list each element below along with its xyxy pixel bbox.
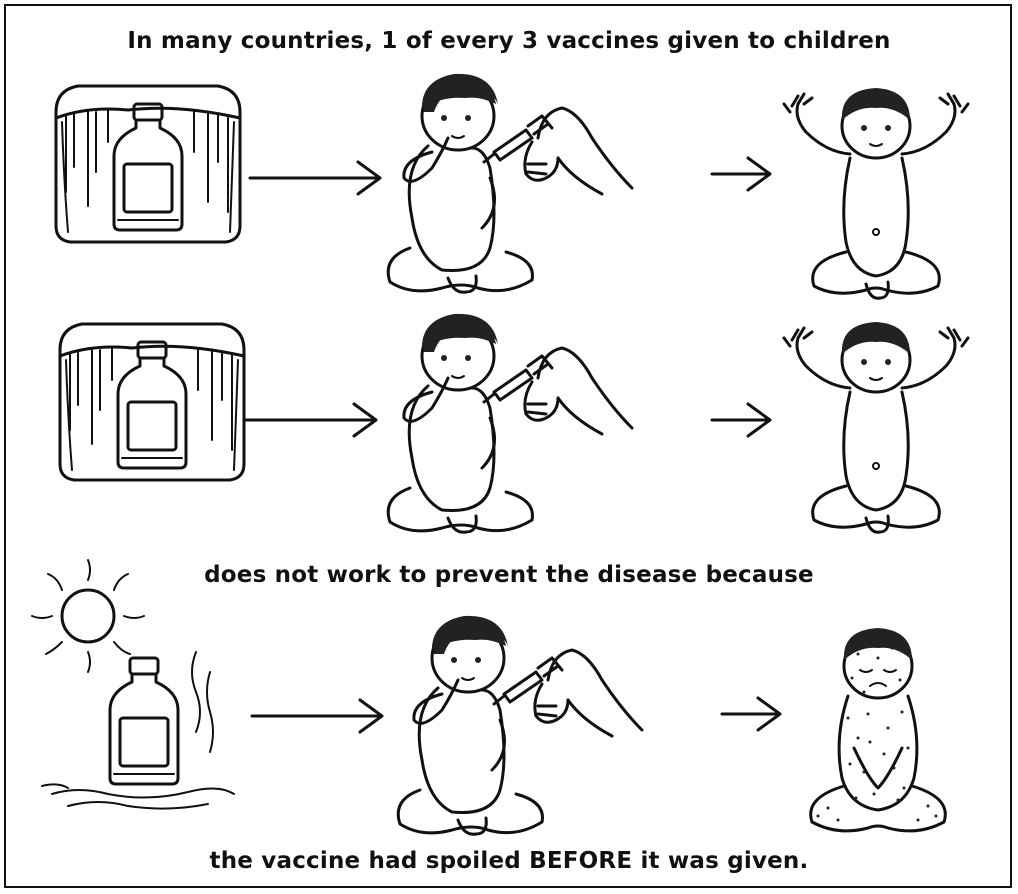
arrow-icon [722, 698, 780, 730]
sick-baby-icon [811, 628, 946, 831]
sun-heat-vial-icon [32, 560, 234, 809]
row-1 [56, 74, 968, 298]
baby-injection-icon [388, 314, 632, 532]
baby-injection-icon [398, 616, 642, 834]
row-3 [32, 560, 945, 834]
healthy-baby-icon [784, 322, 968, 532]
healthy-baby-icon [784, 88, 968, 298]
ice-block-vial-icon [60, 324, 244, 480]
arrow-icon [250, 162, 380, 194]
arrow-icon [712, 404, 770, 436]
baby-injection-icon [388, 74, 632, 292]
ice-block-vial-icon [56, 86, 240, 242]
arrow-icon [252, 700, 382, 732]
row-2 [60, 314, 968, 532]
arrow-icon [712, 158, 770, 190]
arrow-icon [246, 404, 376, 436]
